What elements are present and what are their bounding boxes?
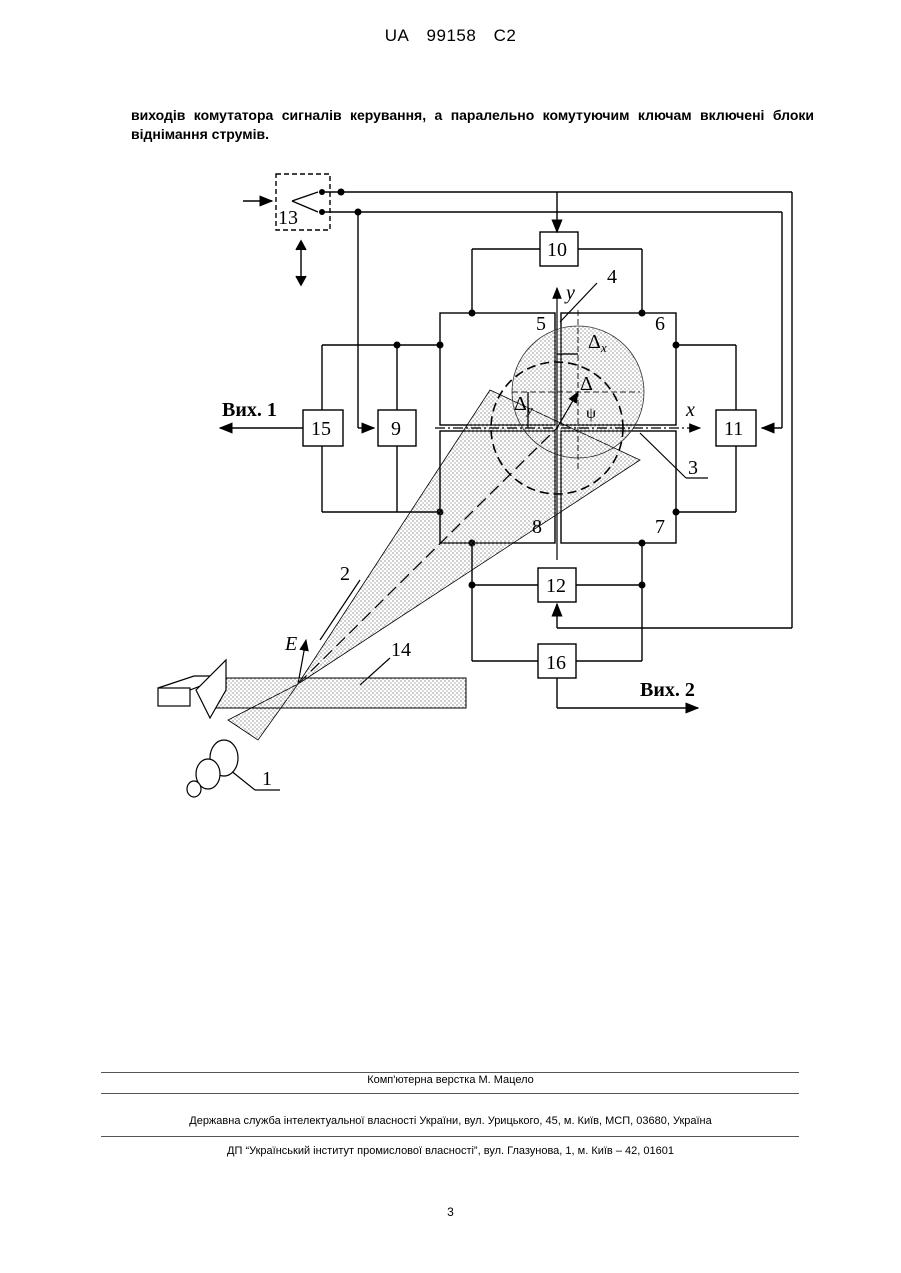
axis-y-label: y [564, 282, 575, 304]
block-12-label: 12 [546, 575, 566, 597]
ref-14-label: 14 [391, 639, 411, 661]
block-9-label: 9 [391, 418, 401, 440]
patent-figure: 10 11 12 15 9 16 13 1 2 3 4 5 6 7 8 14 x… [0, 0, 901, 820]
ref-2-label: 2 [340, 563, 350, 585]
axis-x-label: x [685, 399, 695, 421]
ref-1-label: 1 [262, 768, 272, 790]
footer-layout-credit: Комп'ютерна верстка М. Мацело [0, 1074, 901, 1086]
footer-rule-middle [101, 1093, 799, 1094]
psi-label: ψ [586, 405, 596, 422]
field-e-label: E [284, 633, 297, 655]
delta-label: Δ [580, 373, 593, 395]
output-1-label: Вих. 1 [222, 399, 277, 421]
footer-rule-top [101, 1072, 799, 1073]
output-2-label: Вих. 2 [640, 679, 695, 701]
block-11-label: 11 [724, 418, 743, 440]
delta-x-symbol: Δ [588, 331, 601, 353]
footer-organization: Державна служба інтелектуальної власност… [0, 1115, 901, 1127]
delta-y-symbol: Δ [514, 393, 527, 415]
ref-8-label: 8 [532, 516, 542, 538]
block-16-label: 16 [546, 652, 566, 674]
delta-x-subscript: x [600, 340, 607, 355]
footer-institute: ДП “Український інститут промислової вла… [0, 1145, 901, 1157]
block-10-label: 10 [547, 239, 567, 261]
ref-6-label: 6 [655, 313, 665, 335]
delta-y-subscript: y [525, 402, 533, 417]
ref-4-label: 4 [607, 266, 617, 288]
block-13-label: 13 [278, 207, 298, 229]
ref-5-label: 5 [536, 313, 546, 335]
ref-3-label: 3 [688, 457, 698, 479]
block-15-label: 15 [311, 418, 331, 440]
ref-7-label: 7 [655, 516, 665, 538]
footer-rule-bottom [101, 1136, 799, 1137]
page-number: 3 [0, 1205, 901, 1219]
